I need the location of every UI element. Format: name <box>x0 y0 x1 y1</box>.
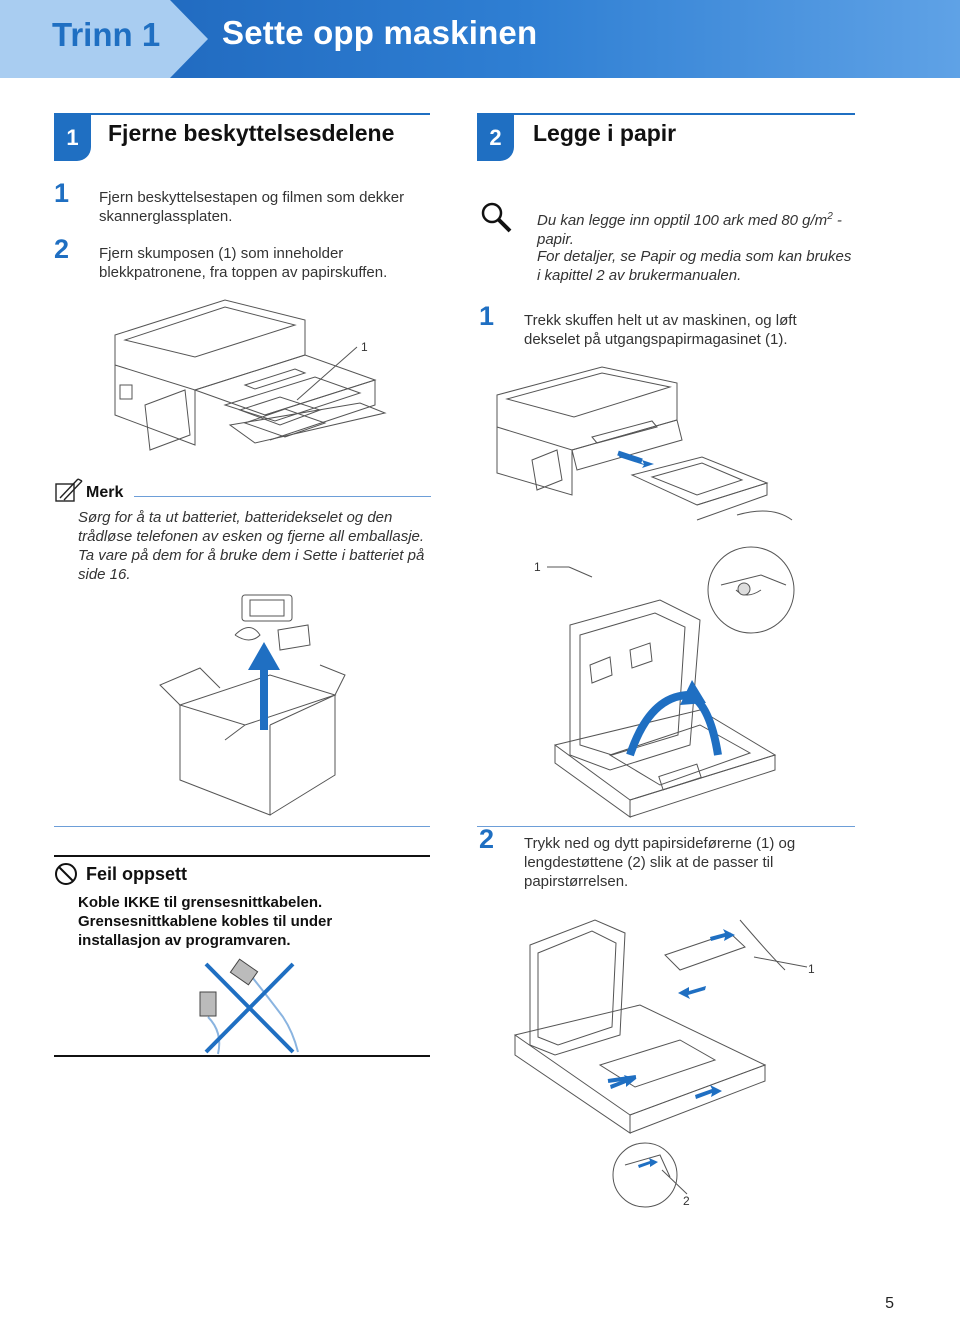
section2-step2-text: Trykk ned og dytt papirsideførerne (1) o… <box>524 835 796 890</box>
section1-step2-number: 2 <box>54 234 70 264</box>
paper-guides-illustration <box>513 919 786 1208</box>
crossed-cable-illustration <box>199 958 299 1055</box>
section2-number-badge: 2 <box>477 114 514 161</box>
step-label: Trinn 1 <box>52 16 161 53</box>
tray-pull-out-illustration <box>496 366 793 521</box>
section2-step2-number: 2 <box>479 824 495 854</box>
cover-leader-line <box>547 566 593 578</box>
note-rule <box>134 496 431 497</box>
section2-step1-text: Trekk skuffen helt ut av maskinen, og lø… <box>524 312 797 348</box>
section1-step2-text: Fjern skumposen (1) som inneholder blekk… <box>99 245 388 281</box>
section1-step1-text: Fjern beskyttelsestapen og filmen som de… <box>99 189 405 225</box>
tray-cover-lifted-illustration <box>553 599 777 818</box>
prohibited-icon <box>55 863 77 885</box>
foam-bag-leader-line <box>296 346 358 401</box>
error-text: Koble IKKE til grensesnittkabelen. Grens… <box>78 894 333 949</box>
section1-rule <box>54 113 430 115</box>
section2-step1-number: 1 <box>479 301 495 331</box>
length-leader-line <box>661 1169 688 1195</box>
guides-leader-line <box>753 956 808 968</box>
page-number: 5 <box>885 1295 894 1312</box>
page-title: Sette opp maskinen <box>222 14 538 51</box>
section1-number-badge: 1 <box>54 114 91 161</box>
section2-title: Legge i papir <box>533 120 677 146</box>
section2-rule <box>477 113 855 115</box>
tip-text: Du kan legge inn opptil 100 ark med 80 g… <box>537 212 828 229</box>
page-header-banner: Trinn 1 Sette opp maskinen <box>0 0 960 78</box>
header-background <box>0 0 960 78</box>
tip-line1: Du kan legge inn opptil 100 ark med 80 g… <box>537 207 857 249</box>
section1-title: Fjerne beskyttelsesdelene <box>108 120 395 146</box>
section1-step1-number: 1 <box>54 178 70 208</box>
box-unpacking-illustration <box>159 594 346 816</box>
pencil-note-icon <box>55 478 83 502</box>
magnified-detail-circle <box>707 546 795 634</box>
section2-divider <box>477 826 855 827</box>
cover-callout: 1 <box>534 560 541 574</box>
foam-bag-callout: 1 <box>361 340 368 354</box>
tip-line2: For detaljer, se Papir og media som kan … <box>537 248 852 284</box>
error-header-rule <box>54 855 430 857</box>
length-guide-callout: 2 <box>683 1194 690 1208</box>
guides-callout: 1 <box>808 962 815 976</box>
tip-superscript: 2 <box>827 211 833 222</box>
error-top-rule <box>54 826 430 827</box>
note-text: Sørg for å ta ut batteriet, batteridekse… <box>78 509 425 583</box>
magnifier-tip-icon <box>481 202 512 233</box>
error-bottom-rule <box>54 1055 430 1057</box>
error-title: Feil oppsett <box>86 864 188 884</box>
tip-text-tail: - papir. <box>537 212 842 248</box>
machine-foam-bag-illustration <box>114 299 387 451</box>
note-title: Merk <box>86 484 124 501</box>
